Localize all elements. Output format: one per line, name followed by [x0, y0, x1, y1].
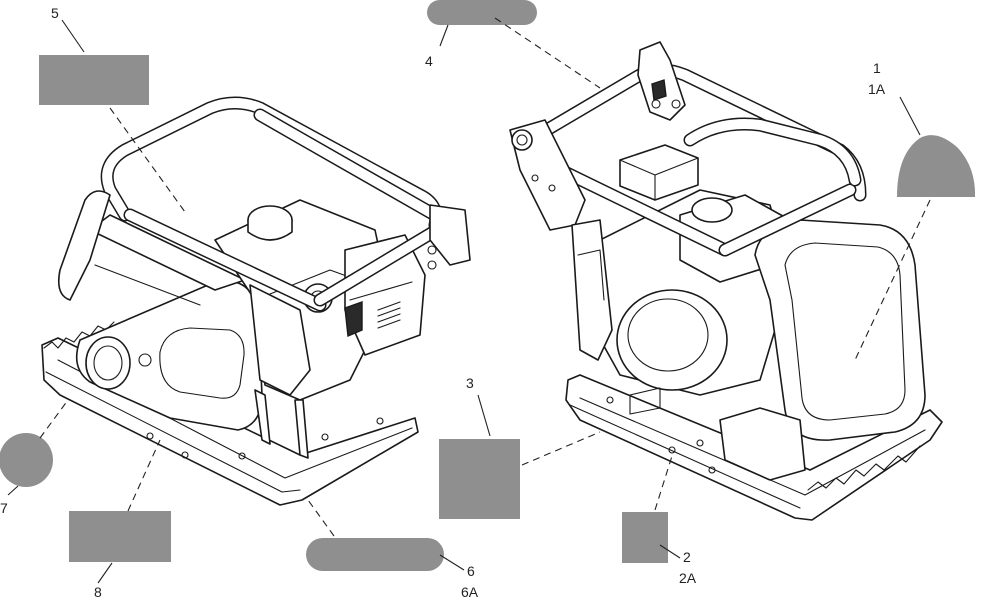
callout-7: 7 [0, 500, 8, 516]
decal-1-1a [897, 135, 976, 197]
callout-8: 8 [94, 584, 102, 600]
callout-6: 6 [467, 563, 475, 579]
callout-1a: 1A [868, 81, 886, 97]
callout-2a: 2A [679, 570, 697, 586]
callout-3: 3 [466, 375, 474, 391]
callout-6a: 6A [461, 584, 479, 600]
callout-5: 5 [51, 5, 59, 21]
callout-4: 4 [425, 53, 433, 69]
left-plate-compactor [41, 96, 471, 506]
decal-5 [39, 55, 149, 105]
decal-3 [439, 439, 520, 519]
callout-labels: 5 4 1 1A 3 2 2A 6 6A 7 8 [0, 5, 886, 600]
leader-lines [7, 17, 931, 584]
decal-shapes [0, 0, 976, 571]
decal-7 [0, 433, 53, 487]
decal-6-6a [306, 538, 444, 571]
decal-8 [69, 511, 171, 562]
decal-4 [427, 0, 537, 25]
callout-2: 2 [683, 549, 691, 565]
decal-2-2a [622, 512, 668, 563]
callout-1: 1 [873, 60, 881, 76]
right-plate-compactor [509, 41, 943, 521]
